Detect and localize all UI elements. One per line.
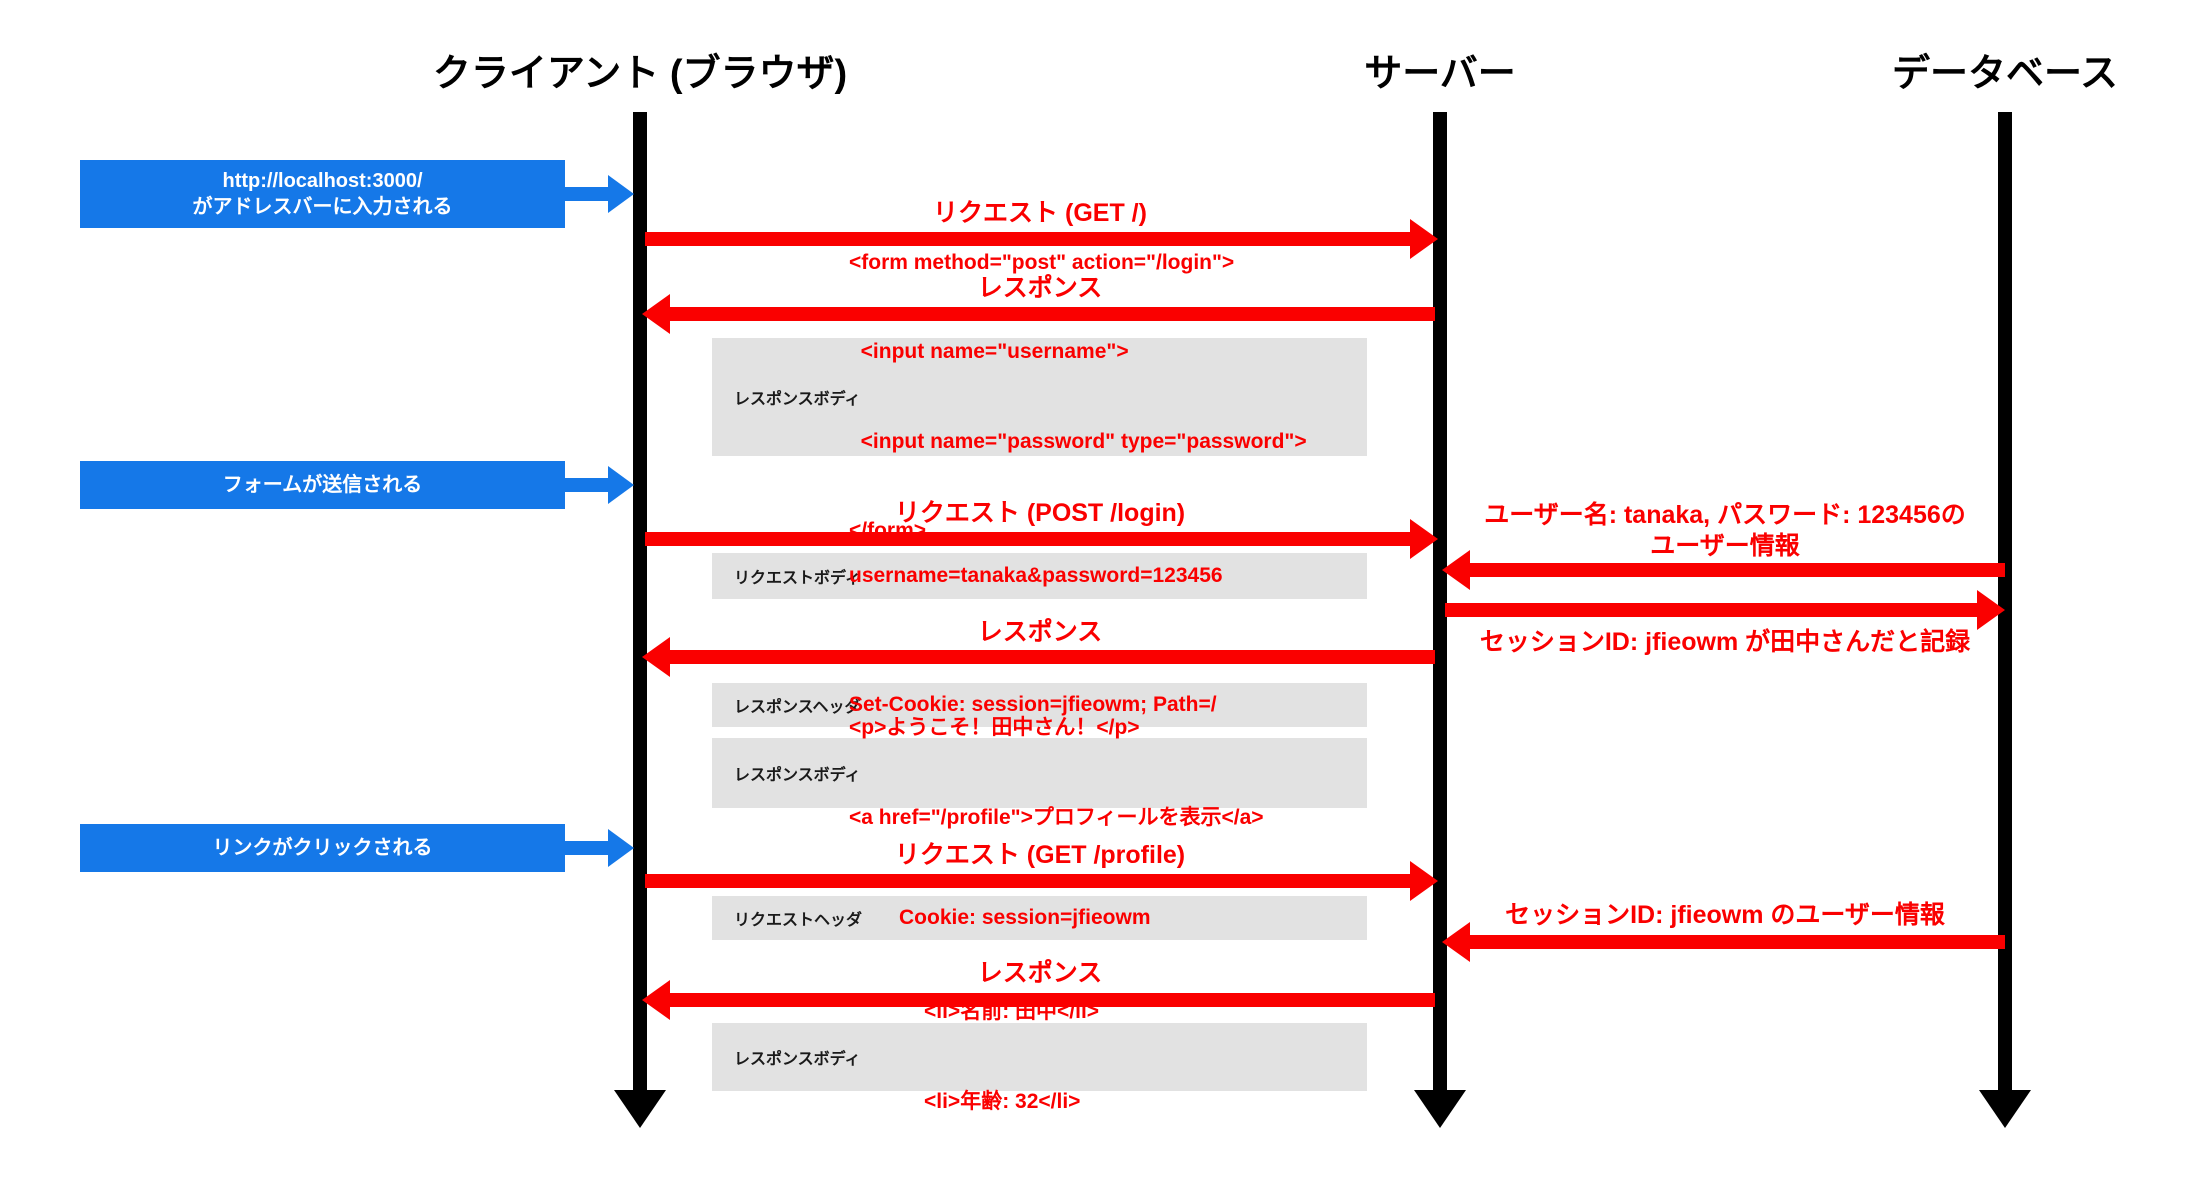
message-arrow-response-1 (670, 307, 1435, 321)
payload-label-response-body-3: レスポンスボディ (734, 1051, 861, 1068)
message-arrowhead-left-icon (642, 980, 670, 1020)
actor-note-url-connector (565, 187, 613, 201)
message-label-request-get-profile: リクエスト (GET /profile) (894, 841, 1186, 869)
message-arrowhead-left-icon (642, 637, 670, 677)
lifeline-header-client: クライアント (ブラウザ) (432, 53, 848, 95)
payload-label-request-header-1: リクエストヘッダ (734, 912, 863, 929)
lifeline-header-database: データベース (1891, 53, 2119, 95)
lifeline-bar-client (633, 112, 647, 1097)
message-arrow-response-2 (670, 650, 1435, 664)
message-arrowhead-right-icon (1410, 219, 1438, 259)
message-label-response-3: レスポンス (977, 959, 1103, 987)
actor-note-url-arrowhead-icon (608, 175, 634, 213)
message-arrow-response-3 (670, 993, 1435, 1007)
message-arrow-db-to-server-1 (1470, 563, 2005, 577)
message-label-session-record: セッションID: jfieowm が田中さんだと記録 (1479, 628, 1971, 656)
payload-box-request-body-login: リクエストボディ username=tanaka&password=123456 (712, 553, 1367, 599)
actor-note-form-connector (565, 478, 613, 492)
lifeline-arrowhead-server (1414, 1090, 1466, 1128)
payload-label-response-body-2: レスポンスボディ (734, 767, 861, 784)
payload-label-response-body-1: レスポンスボディ (734, 391, 861, 408)
actor-note-link-line1: リンクがクリックされる (212, 836, 433, 859)
message-label-response-2: レスポンス (977, 618, 1103, 646)
payload-code-response-header-1: Set-Cookie: session=jfieowm; Path=/ (849, 693, 1217, 717)
lifeline-header-server: サーバー (1364, 53, 1516, 95)
message-arrow-request-get-root (645, 232, 1415, 246)
message-arrow-request-post-login (645, 532, 1415, 546)
message-label-request-get-root: リクエスト (GET /) (933, 199, 1147, 227)
lifeline-arrowhead-client (614, 1090, 666, 1128)
payload-code-request-header-1: Cookie: session=jfieowm (899, 906, 1151, 930)
actor-note-url-line2: がアドレスバーに入力される (192, 196, 453, 218)
payload-box-response-body-form: レスポンスボディ <form method="post" action="/lo… (712, 251, 1367, 542)
message-arrow-db-to-server-2 (1470, 935, 2005, 949)
payload-code-response-body-1: <form method="post" action="/login"> <in… (849, 250, 1307, 543)
message-arrowhead-left-icon (642, 294, 670, 334)
payload-code-response-body-2: <p>ようこそ！田中さん！</p> <a href="/profile">プロフ… (849, 716, 1264, 829)
message-arrowhead-left-icon (1442, 922, 1470, 962)
message-arrowhead-right-icon (1977, 590, 2005, 630)
message-arrowhead-right-icon (1410, 519, 1438, 559)
actor-note-form-arrowhead-icon (608, 466, 634, 504)
actor-note-form-line1: フォームが送信される (222, 473, 423, 496)
message-label-request-post-login: リクエスト (POST /login) (894, 499, 1186, 527)
payload-code-response-body-3: <li>名前: 田中</li> <li>年齢: 32</li> (924, 1000, 1100, 1113)
message-arrowhead-right-icon (1410, 861, 1438, 901)
actor-note-form-submitted: フォームが送信される (80, 461, 565, 509)
lifeline-bar-server (1433, 112, 1447, 1097)
message-label-db-session-user-info: セッションID: jfieowm のユーザー情報 (1505, 901, 1945, 929)
actor-note-link-connector (565, 841, 613, 855)
message-arrow-server-to-db-1 (1445, 603, 1980, 617)
message-arrow-request-get-profile (645, 874, 1415, 888)
payload-box-response-header-setcookie: レスポンスヘッダ Set-Cookie: session=jfieowm; Pa… (712, 683, 1367, 727)
lifeline-bar-database (1998, 112, 2012, 1097)
payload-label-response-header-1: レスポンスヘッダ (734, 699, 861, 716)
actor-note-url-typed: http://localhost:3000/ がアドレスバーに入力される (80, 160, 565, 228)
payload-box-response-body-profile: レスポンスボディ <li>名前: 田中</li> <li>年齢: 32</li> (712, 1000, 1367, 1113)
payload-label-request-body-1: リクエストボディ (734, 570, 861, 587)
message-label-response-1: レスポンス (977, 274, 1103, 302)
message-arrowhead-left-icon (1442, 550, 1470, 590)
actor-note-link-clicked: リンクがクリックされる (80, 824, 565, 872)
message-label-db-user-info-query: ユーザー名: tanaka, パスワード: 123456の ユーザー情報 (1484, 501, 1966, 561)
payload-code-request-body-1: username=tanaka&password=123456 (849, 564, 1223, 588)
payload-box-response-body-welcome: レスポンスボディ <p>ようこそ！田中さん！</p> <a href="/pro… (712, 716, 1367, 829)
actor-note-url-line1: http://localhost:3000/ (222, 169, 423, 192)
actor-note-link-arrowhead-icon (608, 829, 634, 867)
lifeline-arrowhead-database (1979, 1090, 2031, 1128)
payload-box-request-header-cookie: リクエストヘッダ Cookie: session=jfieowm (712, 896, 1367, 940)
